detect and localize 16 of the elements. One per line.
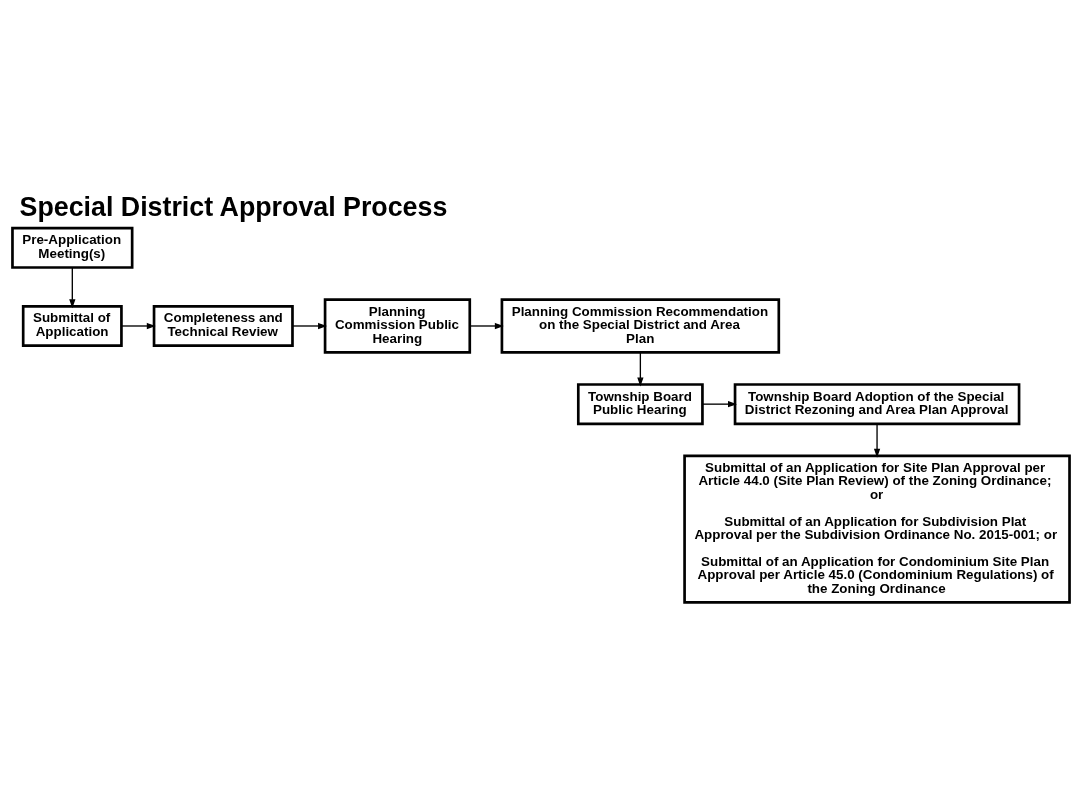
node-box: Township Board Public Hearing (576, 382, 704, 425)
node-box: Planning Commission Recommendation on the Special District and Area Plan (500, 297, 781, 354)
arrow (69, 266, 76, 308)
node-box: Township Board Adoption of the Special District Rezoning and Area Plan Approval (733, 382, 1021, 425)
arrow (292, 322, 327, 329)
arrow (120, 322, 156, 329)
arrow (469, 322, 504, 329)
node-box: Submittal of Application (21, 304, 123, 347)
node-box: Planning Commission Public Hearing (323, 297, 472, 354)
node-box: Submittal of an Application for Site Plan Approval per Article 44.0 (Site Plan Review) of the Zoning Ordinance; or Submittal of an Application for Subdivision Plat Approval per the Subdivision Ordinance No. 2015-001; or Submittal of an Application for Condominium Site Plan Approval per Article 45.0 (Condominium Regulations) of the Zoning Ordinance (683, 454, 1071, 604)
diagram-title: Special District Approval Process (19, 191, 448, 222)
arrow (637, 351, 644, 386)
arrow (873, 422, 881, 458)
node-box: Pre-Application Meeting(s) (11, 226, 134, 269)
arrow (701, 400, 737, 407)
node-box: Completeness and Technical Review (152, 304, 294, 347)
